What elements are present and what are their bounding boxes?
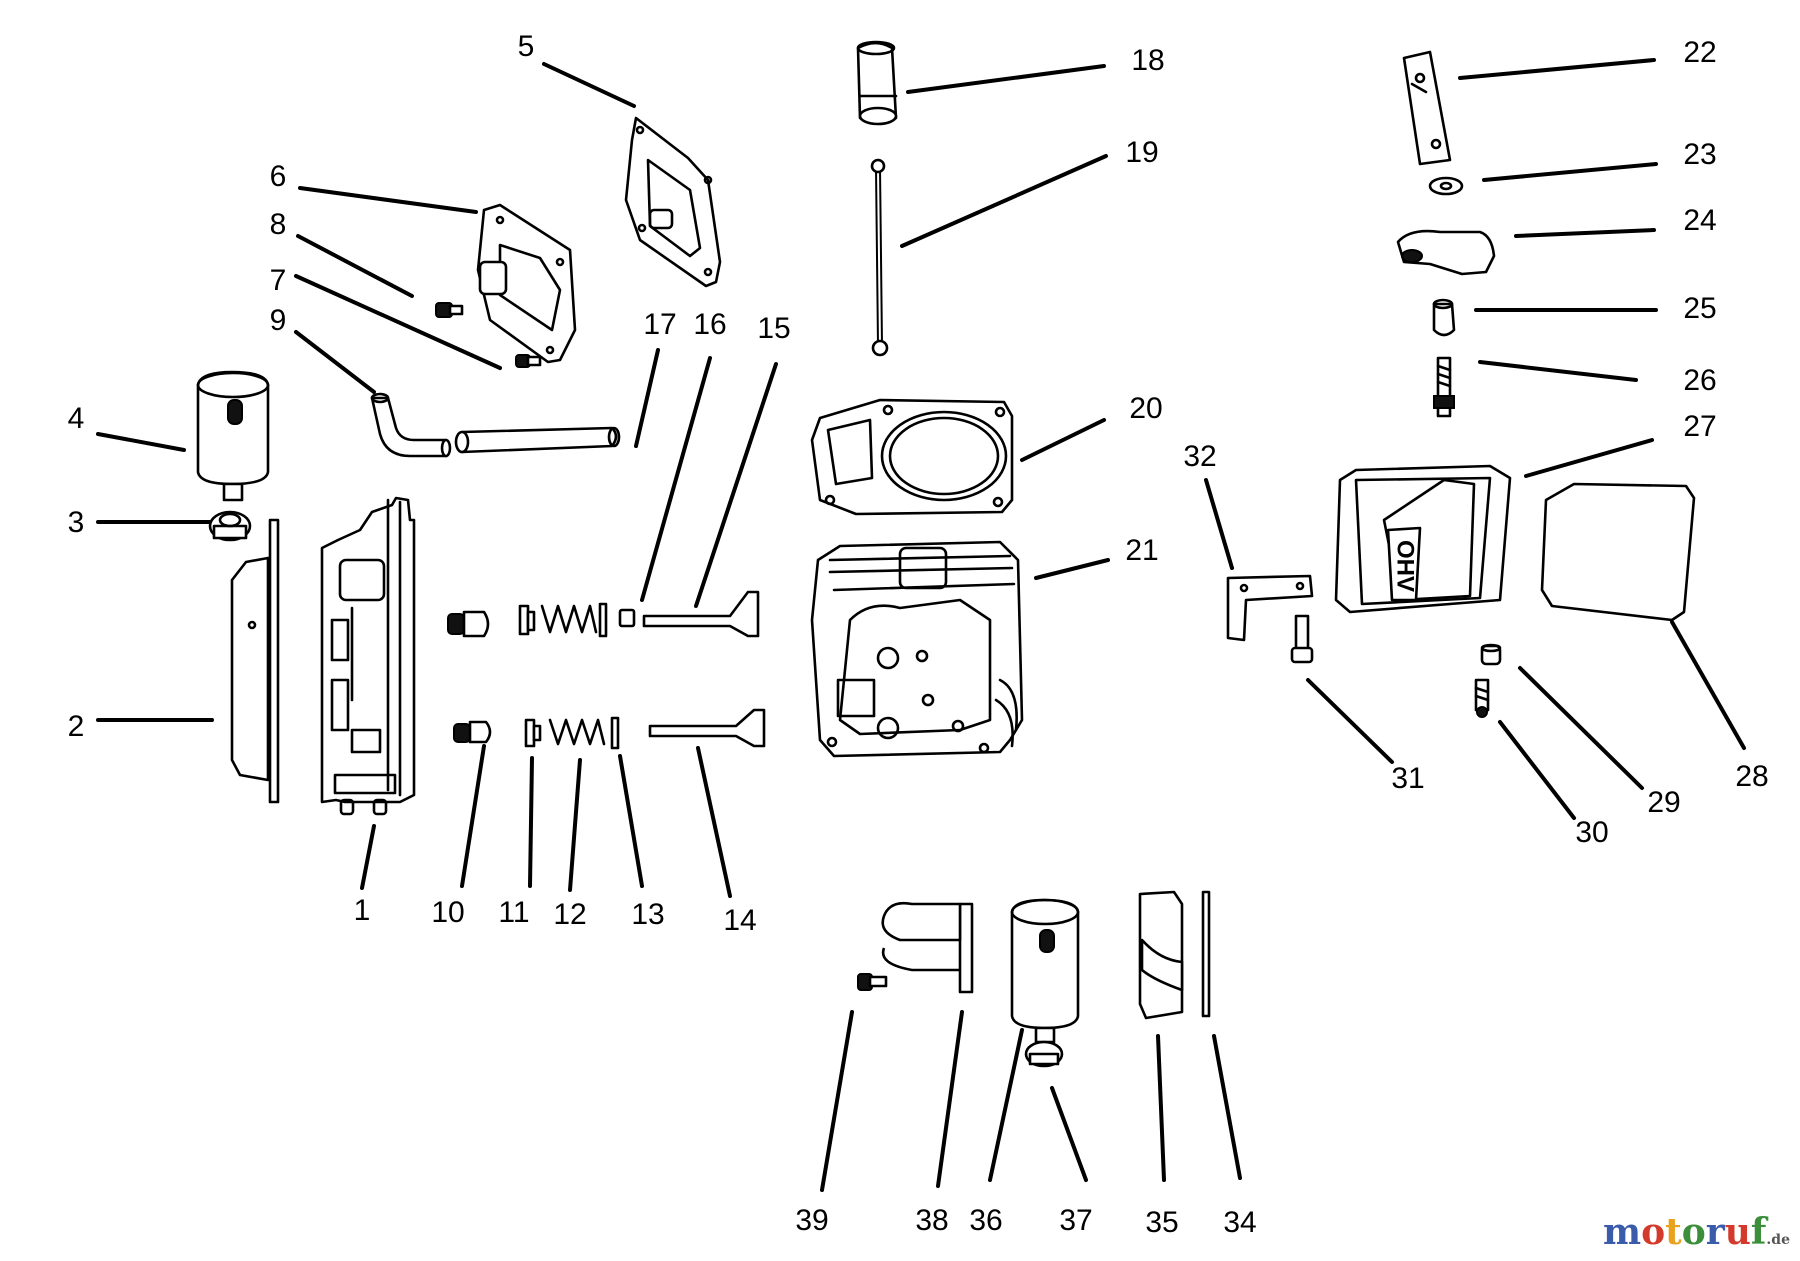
part-9-elbow-hose [370, 392, 452, 458]
part-32-bracket [1226, 574, 1314, 642]
callout-1: 1 [354, 894, 371, 927]
callout-4: 4 [68, 402, 85, 435]
callout-36: 36 [969, 1204, 1002, 1237]
callout-17: 17 [643, 308, 676, 341]
callout-15: 15 [757, 312, 790, 345]
callout-24: 24 [1683, 204, 1716, 237]
part-38-u-clamp [881, 901, 974, 994]
part-37-cap [1024, 1040, 1064, 1068]
callout-labels: 1 2 3 4 5 6 7 8 9 10 11 12 13 14 15 16 1… [68, 30, 1769, 1239]
part-34-rod [1201, 890, 1211, 1018]
callout-18: 18 [1131, 44, 1164, 77]
part-23-washer [1428, 176, 1464, 196]
callout-32: 32 [1183, 440, 1216, 473]
callout-28: 28 [1735, 760, 1768, 793]
part-1-head-block [320, 496, 416, 816]
valve-train-upper [447, 590, 760, 638]
callout-8: 8 [270, 208, 287, 241]
callout-2: 2 [68, 710, 85, 743]
callout-27: 27 [1683, 410, 1716, 443]
part-18-tappet [856, 40, 898, 126]
part-3-cap [208, 510, 252, 542]
part-31-bolt [1290, 614, 1314, 664]
part-4-canister [196, 370, 270, 502]
callout-6: 6 [270, 160, 287, 193]
watermark-logo: motoruf.de [1603, 1211, 1790, 1253]
callout-31: 31 [1391, 762, 1424, 795]
valve-train-lower [453, 708, 766, 750]
part-25-pivot [1432, 298, 1456, 337]
callout-38: 38 [915, 1204, 948, 1237]
callout-30: 30 [1575, 816, 1608, 849]
callout-26: 26 [1683, 364, 1716, 397]
callout-35: 35 [1145, 1206, 1178, 1239]
part-6-breather-cover [476, 203, 577, 364]
ohv-emboss: OHV [1392, 540, 1419, 592]
part-24-rocker-arm [1396, 229, 1496, 276]
callout-13: 13 [631, 898, 664, 931]
callout-12: 12 [553, 898, 586, 931]
callout-21: 21 [1125, 534, 1158, 567]
callout-39: 39 [795, 1204, 828, 1237]
callout-23: 23 [1683, 138, 1716, 171]
part-36-canister [1010, 898, 1080, 1044]
callout-10: 10 [431, 896, 464, 929]
part-26-stud [1433, 356, 1455, 418]
part-8-screw [435, 302, 464, 318]
watermark-suffix: .de [1766, 1232, 1790, 1248]
part-22-plate [1402, 50, 1452, 166]
part-7-screw [515, 354, 542, 368]
part-19-push-rod [870, 158, 889, 357]
part-5-gasket [624, 116, 722, 288]
callout-19: 19 [1125, 136, 1158, 169]
part-2-side-plate [230, 518, 280, 804]
callout-5: 5 [518, 30, 535, 63]
callout-37: 37 [1059, 1204, 1092, 1237]
callout-25: 25 [1683, 292, 1716, 325]
callout-3: 3 [68, 506, 85, 539]
callout-7: 7 [270, 264, 287, 297]
part-20-head-gasket [810, 398, 1014, 516]
callout-16: 16 [693, 308, 726, 341]
callout-22: 22 [1683, 36, 1716, 69]
part-30-fitting [1474, 678, 1490, 718]
callout-11: 11 [498, 896, 529, 929]
callout-29: 29 [1647, 786, 1680, 819]
callout-9: 9 [270, 304, 287, 337]
part-28-cover-gasket [1540, 482, 1696, 622]
part-39-screw [857, 973, 888, 991]
watermark-text: motoruf [1603, 1211, 1767, 1253]
callout-20: 20 [1129, 392, 1162, 425]
part-21-cylinder-head [810, 540, 1024, 758]
part-29-nut [1480, 643, 1502, 666]
callout-34: 34 [1223, 1206, 1256, 1239]
part-27-valve-cover: OHV [1334, 464, 1512, 614]
callout-14: 14 [723, 904, 756, 937]
part-35-block [1138, 890, 1184, 1020]
leader-lines [96, 58, 1746, 1192]
part-17-hose [454, 426, 621, 454]
